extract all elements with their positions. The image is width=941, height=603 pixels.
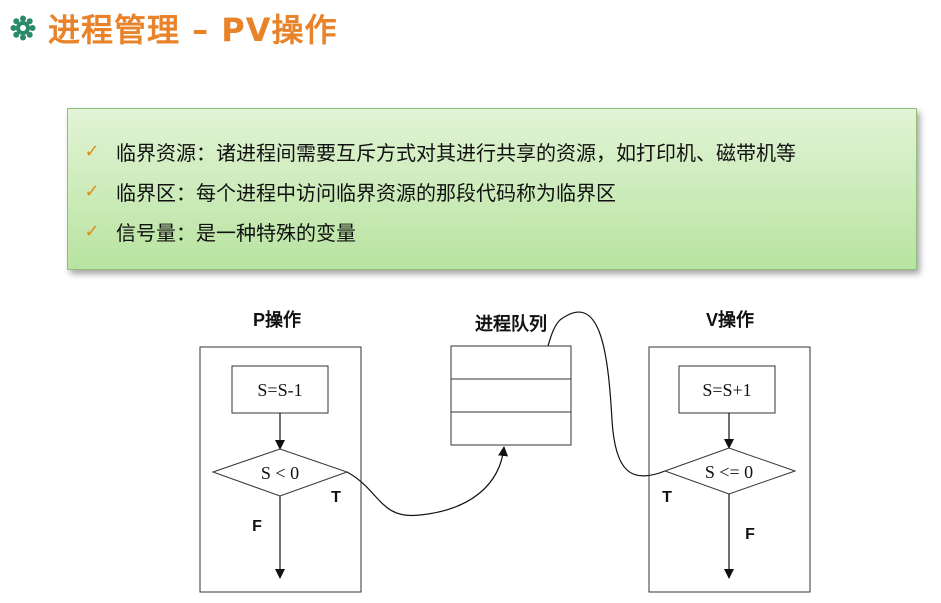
p-operation-label: P操作 [253, 309, 301, 330]
queue-label: 进程队列 [475, 313, 547, 334]
p-step-box [231, 365, 329, 414]
v-step-text: S=S+1 [702, 380, 751, 400]
p-to-queue-curve [346, 446, 509, 517]
definition-box: ✓ 临界资源：诸进程间需要互斥方式对其进行共享的资源，如打印机、磁带机等 ✓ 临… [67, 108, 917, 270]
page-title: 进程管理 – PV操作 [48, 11, 338, 49]
v-step-box [678, 365, 776, 414]
bullet-semaphore: ✓ 信号量：是一种特殊的变量 [82, 211, 916, 251]
v-to-queue-curve [547, 311, 666, 477]
v-condition-text: S <= 0 [705, 462, 753, 482]
p-operation-frame [199, 346, 362, 593]
p-step-text: S=S-1 [257, 380, 302, 400]
check-icon: ✓ [84, 180, 100, 202]
bullet-critical-section: ✓ 临界区：每个进程中访问临界资源的那段代码称为临界区 [82, 171, 916, 211]
check-icon: ✓ [84, 140, 100, 162]
gear-flower-icon [10, 15, 36, 41]
bullet-text: 临界区：每个进程中访问临界资源的那段代码称为临界区 [116, 180, 616, 205]
page-header: 进程管理 – PV操作 [10, 8, 338, 49]
queue-box [450, 345, 572, 446]
v-true-label: T [662, 489, 672, 506]
bullet-text: 信号量：是一种特殊的变量 [116, 220, 356, 245]
p-condition-text: S < 0 [261, 463, 299, 483]
v-condition-diamond [663, 447, 797, 495]
p-true-label: T [331, 489, 341, 506]
bullet-text: 临界资源：诸进程间需要互斥方式对其进行共享的资源，如打印机、磁带机等 [116, 140, 796, 165]
v-operation-frame [648, 346, 811, 593]
v-false-label: F [745, 526, 755, 543]
p-false-label: F [252, 518, 262, 535]
check-icon: ✓ [84, 220, 100, 242]
bullet-critical-resource: ✓ 临界资源：诸进程间需要互斥方式对其进行共享的资源，如打印机、磁带机等 [82, 131, 916, 171]
v-operation-label: V操作 [706, 309, 754, 330]
